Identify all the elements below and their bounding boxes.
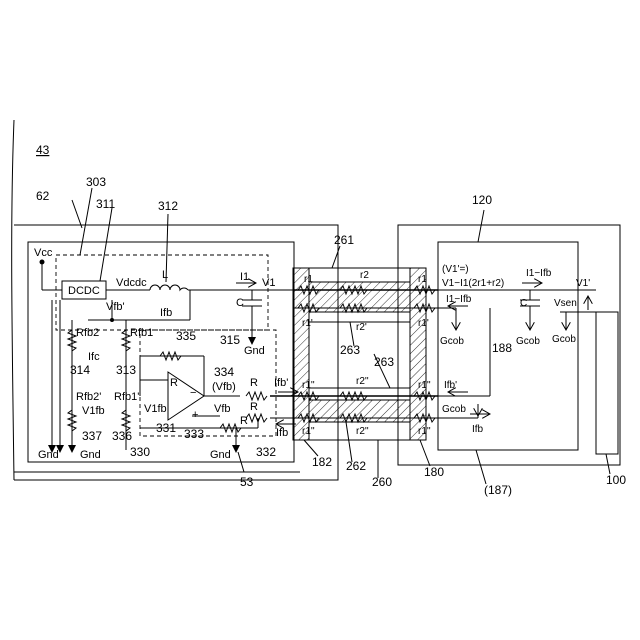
label-r1pp-right-2: r1'' (418, 426, 431, 437)
ref-332: 332 (256, 445, 276, 459)
ref-303: 303 (86, 175, 106, 189)
label-r1p-right: r1' (418, 318, 429, 329)
ref-337: 337 (82, 429, 102, 443)
label-dcdc: DCDC (68, 285, 100, 297)
label-v1p: V1' (576, 278, 590, 289)
label-ifb-prime: Ifb' (274, 377, 288, 389)
ref-336: 336 (112, 429, 132, 443)
ref-313: 313 (116, 363, 136, 377)
label-v1-eq: (V1'=) (442, 264, 469, 275)
label-c: C (236, 297, 244, 309)
label-r2pp-bot: r2'' (356, 426, 369, 437)
label-vdcdc: Vdcdc (116, 277, 147, 289)
label-ifc: Ifc (88, 351, 100, 363)
ref-262: 262 (346, 459, 366, 473)
label-gcob-3: Gcob (516, 336, 540, 347)
fig-ref: 43 (36, 143, 50, 157)
label-r1pp-left-2: r1'' (302, 426, 315, 437)
label-r-b: R (250, 401, 258, 413)
label-gnd-2: Gnd (80, 449, 101, 461)
label-vsen: Vsen (554, 298, 577, 309)
label-gcob-4: Gcob (552, 334, 576, 345)
label-v1: V1 (262, 277, 275, 289)
gcob-arrows (456, 316, 566, 416)
ref-335: 335 (176, 329, 196, 343)
ref-120: 120 (472, 193, 492, 207)
label-gcob-1: Gcob (440, 336, 464, 347)
label-r-a: R (250, 377, 258, 389)
ref-314: 314 (70, 363, 90, 377)
label-gnd-1: Gnd (38, 449, 59, 461)
label-gnd-3: Gnd (210, 449, 231, 461)
ref-334: 334 (214, 365, 234, 379)
ref-53: 53 (240, 475, 254, 489)
label-ifb-bottom: Ifb (276, 427, 288, 439)
ref-261: 261 (334, 233, 354, 247)
sensor-100 (596, 312, 618, 454)
label-i1-ifb-left: I1−Ifb (446, 294, 472, 305)
label-vfb-paren: (Vfb) (212, 381, 236, 393)
label-i1: I1 (240, 271, 249, 283)
label-gnd-4: Gnd (244, 345, 265, 357)
label-ifb-right: Ifb' (444, 380, 457, 391)
label-rfb2: Rfb2 (76, 327, 99, 339)
label-rfb1: Rfb1 (130, 327, 153, 339)
ref-62: 62 (36, 189, 50, 203)
ref-180: 180 (424, 465, 444, 479)
label-c-right: C (520, 298, 527, 309)
label-v1fb: V1fb (144, 403, 167, 415)
label-v1-formula: V1−I1(2r1+r2) (442, 278, 504, 289)
label-r1pp-right: r1'' (418, 380, 431, 391)
label-minus: − (190, 387, 196, 399)
label-rfb1-prime: Rfb1' (114, 391, 139, 403)
label-r1-left: r1 (304, 274, 313, 285)
inductor (150, 285, 188, 290)
label-r-fb: R (170, 377, 178, 389)
label-vfb-prime: Vfb' (106, 301, 125, 313)
label-ifb-right-2: Ifb (472, 424, 484, 435)
ref-330: 330 (130, 445, 150, 459)
label-r2-top: r2 (360, 270, 369, 281)
label-l: L (162, 269, 168, 281)
label-r2p: r2' (356, 322, 367, 333)
label-i1-ifb-right: I1−Ifb (526, 268, 552, 279)
ref-187: (187) (484, 483, 512, 497)
label-rfb2-prime: Rfb2' (76, 391, 101, 403)
label-vcc: Vcc (34, 247, 53, 259)
ref-312: 312 (158, 199, 178, 213)
ref-188: 188 (492, 341, 512, 355)
label-r1-right: r1 (418, 274, 427, 285)
ref-260: 260 (372, 475, 392, 489)
label-ifb: Ifb (160, 307, 172, 319)
ref-263b: 263 (374, 355, 394, 369)
label-vfb: Vfb (214, 403, 231, 415)
label-gcob-2: Gcob (442, 404, 466, 415)
label-r1p-left: r1' (302, 318, 313, 329)
ref-311: 311 (96, 197, 115, 211)
label-v1fb-2: V1fb (82, 405, 105, 417)
label-r2pp-mid: r2'' (356, 376, 369, 387)
label-plus: + (192, 409, 198, 421)
ref-331: 331 (156, 421, 176, 435)
ref-263a: 263 (340, 343, 360, 357)
ref-182: 182 (312, 455, 332, 469)
label-r1pp-left: r1'' (302, 380, 315, 391)
ref-333: 333 (184, 427, 204, 441)
ref-100: 100 (606, 473, 626, 487)
label-r-c: R (240, 415, 248, 427)
ref-315: 315 (220, 333, 240, 347)
